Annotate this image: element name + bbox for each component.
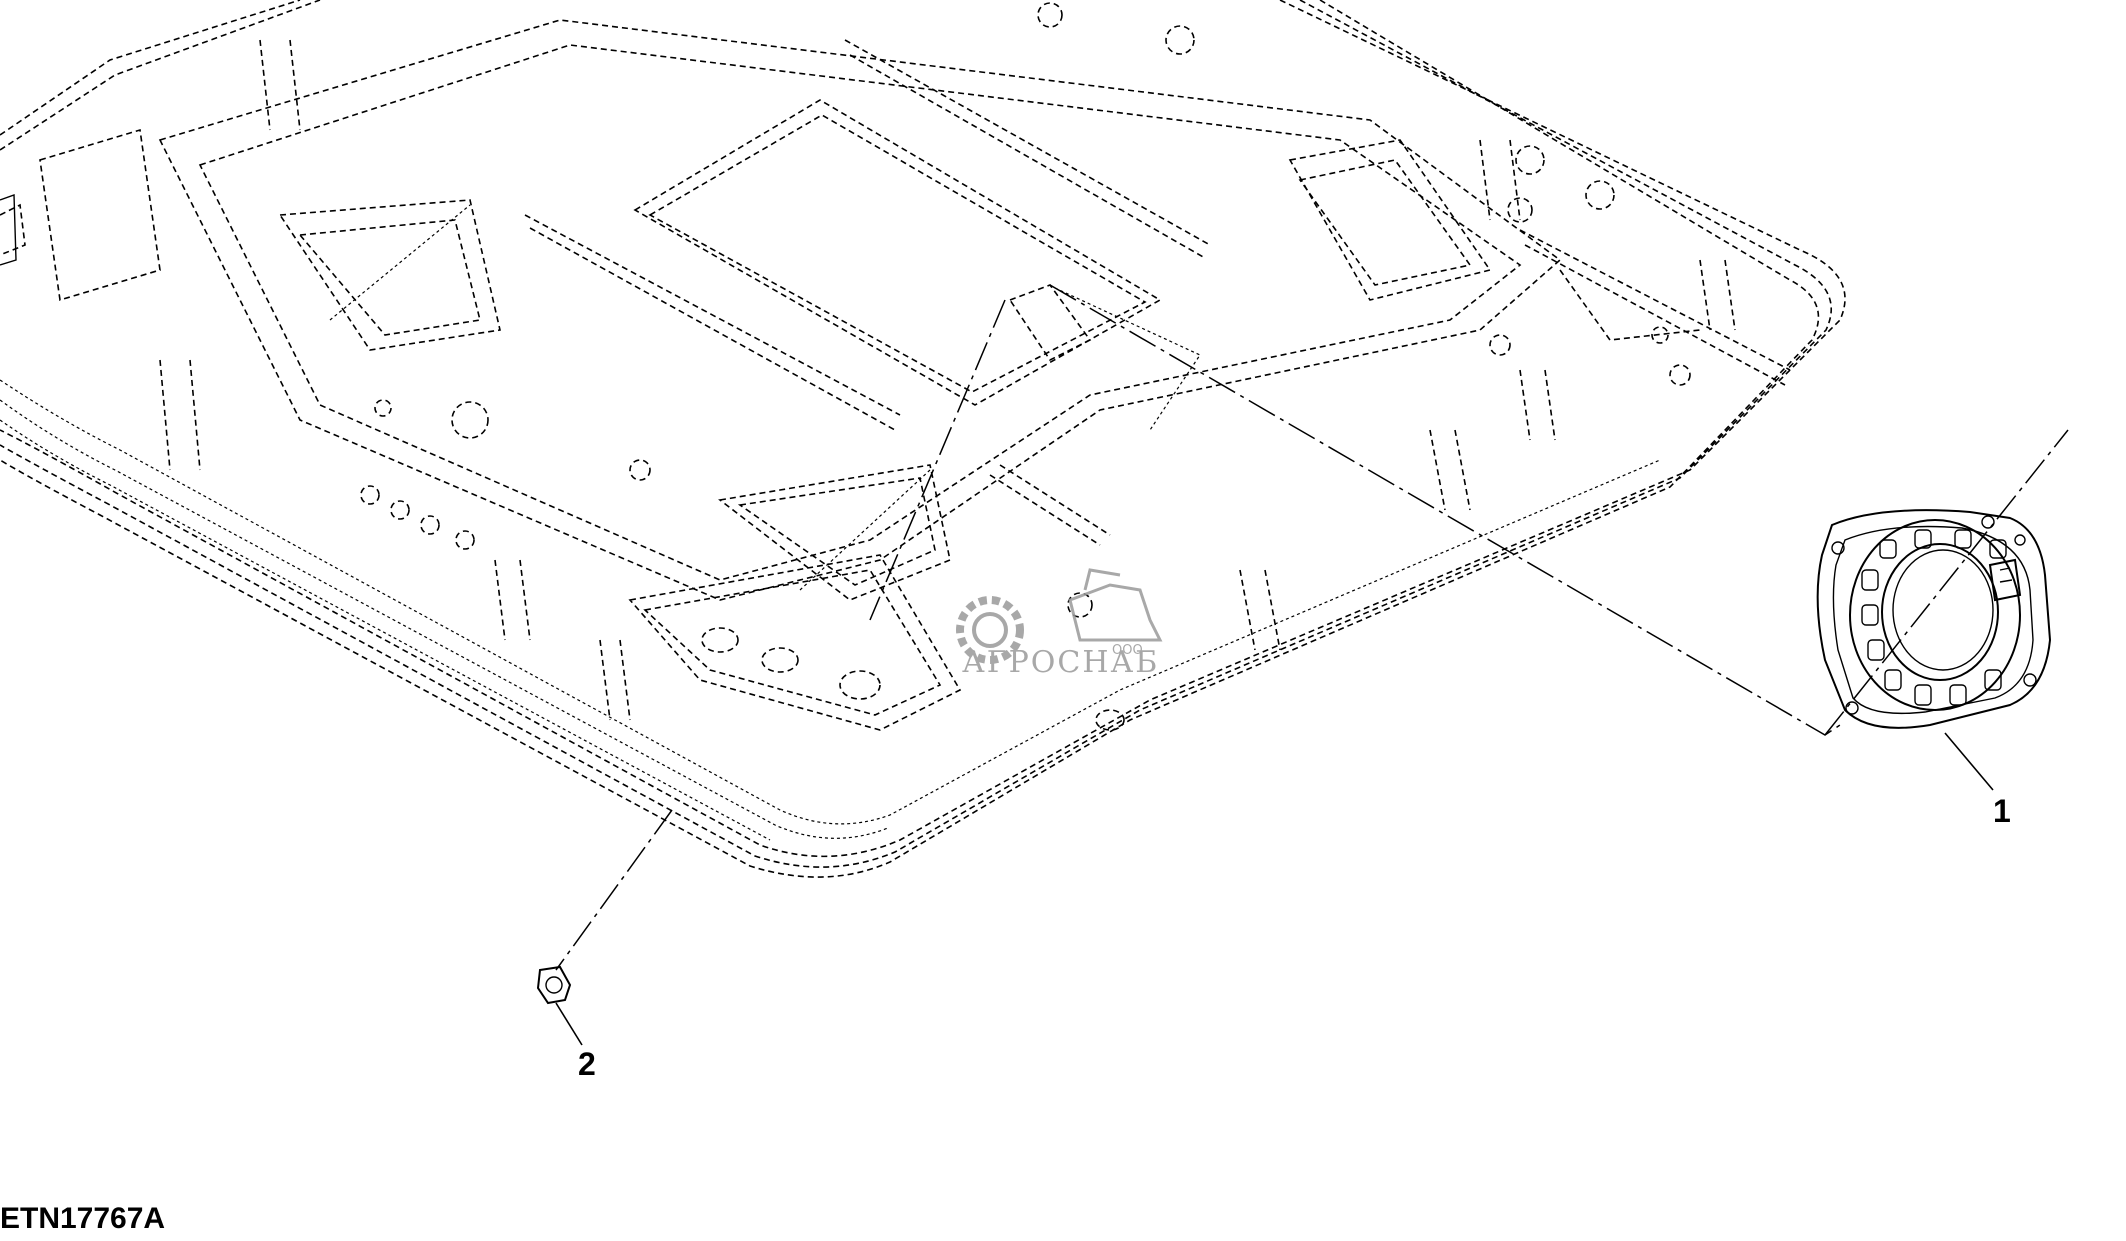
watermark-prefix: ООО bbox=[1112, 643, 1143, 658]
figure-id: ETN17767A bbox=[0, 1202, 165, 1235]
watermark: ООО АГРОСНАБ bbox=[956, 568, 1163, 680]
combine-logo-icon bbox=[1068, 568, 1163, 642]
callout-2: 2 bbox=[578, 1046, 596, 1082]
watermark-name: АГРОСНАБ bbox=[962, 645, 1159, 680]
cab-roof-assembly bbox=[0, 0, 1846, 878]
callout-leaders bbox=[555, 732, 1994, 1046]
callout-1: 1 bbox=[1993, 793, 2011, 829]
speaker-part-1 bbox=[1816, 509, 2052, 729]
alignment-centerlines bbox=[555, 284, 2069, 971]
gear-logo-icon bbox=[956, 596, 1024, 664]
roof-holes bbox=[360, 2, 1691, 731]
screw-part-2 bbox=[536, 965, 572, 1005]
